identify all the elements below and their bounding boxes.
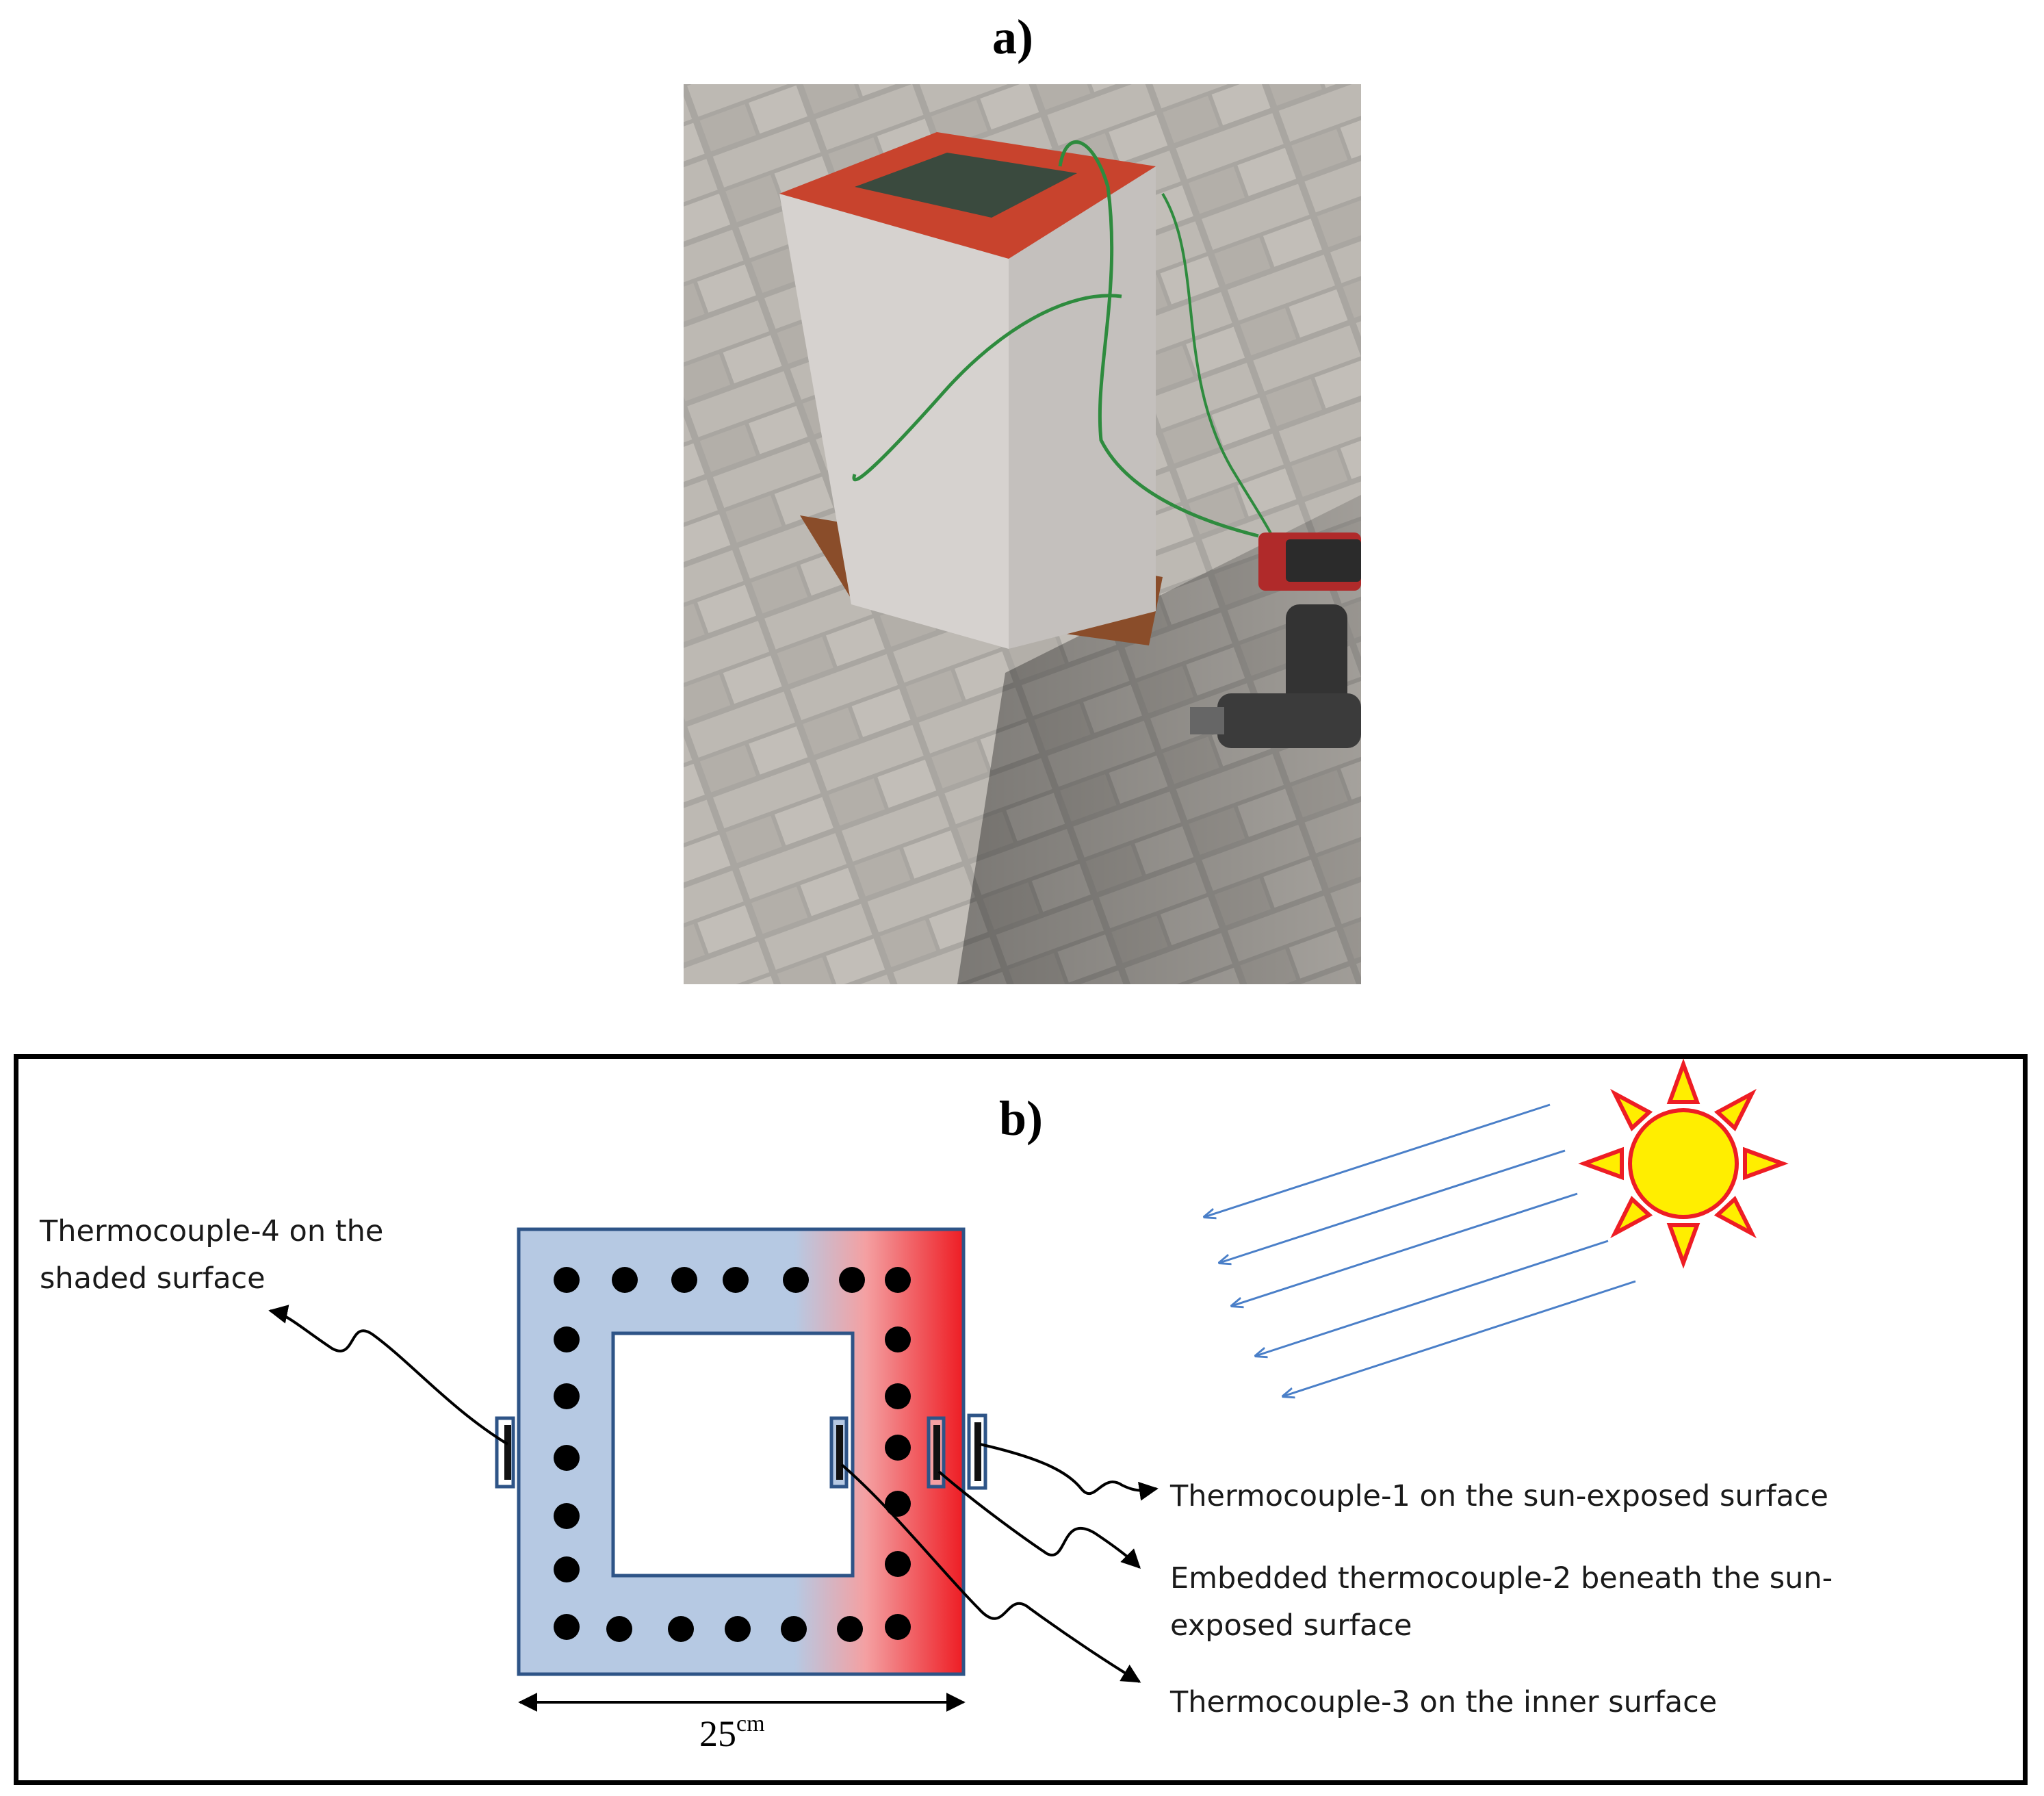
panel-a-label: a) xyxy=(992,10,1033,64)
panel-b-label: b) xyxy=(999,1091,1044,1146)
dimension-value: 25 xyxy=(699,1713,736,1754)
sun-rays xyxy=(1204,1103,1636,1396)
specimen-photo xyxy=(684,84,1361,984)
thermocouple-3-label: Thermocouple-3 on the inner surface xyxy=(1170,1685,1718,1719)
dimension-label: 25cm xyxy=(699,1711,765,1755)
thermocouples xyxy=(495,1413,987,1490)
panel-b-frame xyxy=(14,1054,2028,1785)
thermocouple-4-label: Thermocouple-4 on the shaded surface xyxy=(40,1214,384,1296)
leader-wires xyxy=(268,1305,1159,1683)
section-core xyxy=(611,1331,855,1578)
thermocouple-2-label: Embedded thermocouple-2 beneath the sun-… xyxy=(1170,1561,1833,1643)
rebars xyxy=(554,1267,911,1642)
thermocouple-1-label: Thermocouple-1 on the sun-exposed surfac… xyxy=(1170,1479,1828,1513)
sun-icon xyxy=(1578,1058,1789,1269)
dimension-unit: cm xyxy=(736,1711,765,1736)
